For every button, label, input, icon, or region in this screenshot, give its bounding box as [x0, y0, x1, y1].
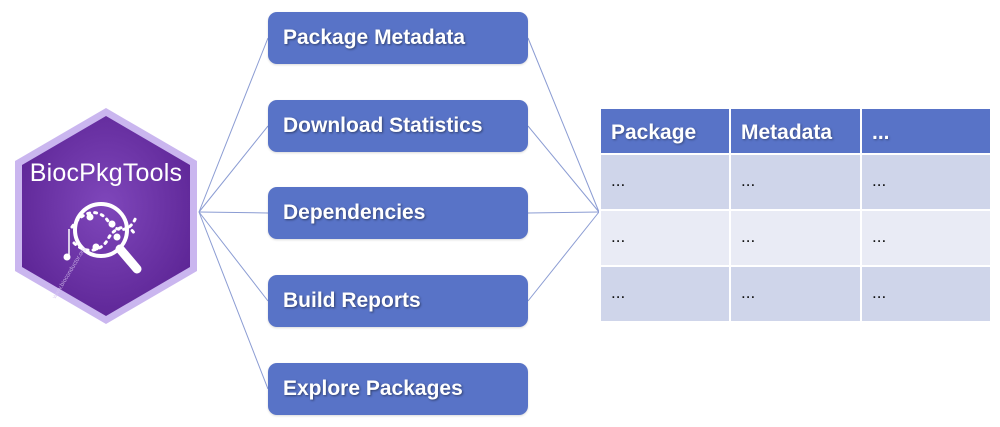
table-cell: ...	[729, 153, 862, 211]
connector-logo-to-package-metadata	[198, 37, 269, 213]
connector-build-reports-to-table	[527, 211, 600, 302]
table-cell: ...	[860, 209, 992, 267]
table-cell: ...	[599, 265, 731, 323]
output-table: Package Metadata ... ... ... ... ... ...…	[599, 107, 992, 323]
table-row: ... ... ...	[599, 153, 992, 211]
build-reports-box: Build Reports	[268, 275, 528, 327]
connector-logo-to-download-statistics	[198, 125, 269, 213]
table-cell: ...	[860, 265, 992, 323]
connector-logo-to-dependencies	[198, 211, 269, 214]
table-cell: ...	[729, 209, 862, 267]
logo-title: BiocPkgTools	[29, 159, 183, 187]
connector-download-statistics-to-table	[527, 125, 600, 213]
table-header-package: Package	[599, 107, 731, 155]
dependencies-box: Dependencies	[268, 187, 528, 239]
biocpkgtools-hex-logo: BiocPkgTools	[12, 105, 200, 327]
table-cell: ...	[860, 153, 992, 211]
package-metadata-box: Package Metadata	[268, 12, 528, 64]
connector-logo-to-explore-packages	[198, 211, 269, 390]
connector-logo-to-build-reports	[198, 211, 269, 302]
table-row: ... ... ...	[599, 209, 992, 267]
table-header-row: Package Metadata ...	[599, 107, 992, 155]
magnifier-network-icon	[63, 202, 142, 274]
hexagon-shape	[15, 108, 197, 324]
table-header-more: ...	[860, 107, 992, 155]
explore-packages-box: Explore Packages	[268, 363, 528, 415]
table-cell: ...	[599, 153, 731, 211]
table-row: ... ... ...	[599, 265, 992, 323]
table-header-metadata: Metadata	[729, 107, 862, 155]
table-cell: ...	[729, 265, 862, 323]
download-statistics-box: Download Statistics	[268, 100, 528, 152]
table-cell: ...	[599, 209, 731, 267]
connector-dependencies-to-table	[527, 211, 600, 214]
connector-package-metadata-to-table	[527, 37, 600, 213]
